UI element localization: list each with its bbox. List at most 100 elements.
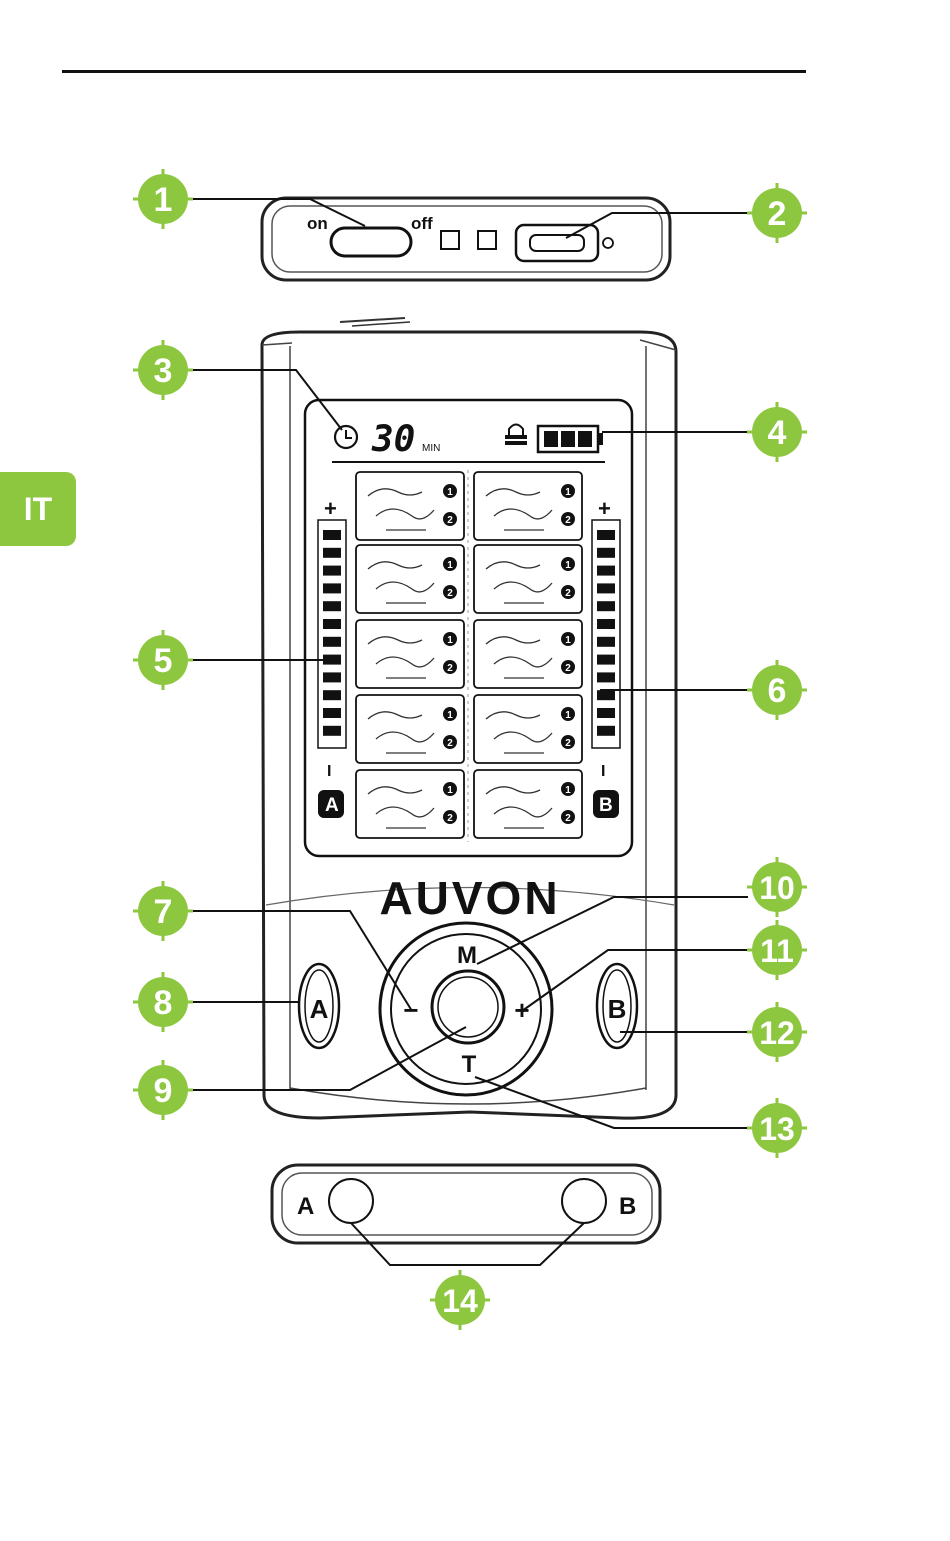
- callout-number: 1: [154, 181, 173, 219]
- level-segment: [597, 690, 615, 700]
- timer-unit: MIN: [422, 443, 440, 454]
- sub-program-number: 2: [447, 663, 453, 674]
- output-jack-b[interactable]: [562, 1179, 606, 1223]
- level-segment: [597, 583, 615, 593]
- program-cell: 12: [356, 695, 464, 763]
- program-cell: 12: [474, 770, 582, 838]
- level-segment: [597, 708, 615, 718]
- bottom-panel: A B: [272, 1165, 660, 1243]
- callout-number: 4: [768, 414, 787, 452]
- level-bar-a: [318, 520, 346, 748]
- power-switch[interactable]: [331, 228, 411, 256]
- program-cell: 12: [356, 770, 464, 838]
- callout-number: 3: [154, 352, 173, 390]
- sub-program-number: 2: [565, 738, 571, 749]
- sub-program-number: 1: [565, 710, 571, 721]
- level-segment: [597, 726, 615, 736]
- level-a-plus: +: [324, 496, 337, 521]
- callout-badge: 11: [747, 920, 807, 980]
- callout-badge: 14: [430, 1270, 490, 1330]
- callout-number: 12: [759, 1015, 795, 1051]
- program-cell: 12: [474, 620, 582, 688]
- callout-badge: 9: [133, 1060, 193, 1120]
- level-b-plus: +: [598, 496, 611, 521]
- level-segment: [597, 601, 615, 611]
- level-segment: [597, 530, 615, 540]
- sub-program-number: 1: [565, 560, 571, 571]
- callout-badge: 10: [747, 857, 807, 917]
- brand-logo: AUVON: [379, 872, 560, 924]
- level-segment: [597, 672, 615, 682]
- level-segment: [323, 619, 341, 629]
- sub-program-number: 1: [447, 785, 453, 796]
- sub-program-number: 2: [565, 588, 571, 599]
- off-label: off: [411, 214, 433, 233]
- callout-badge: 2: [747, 183, 807, 243]
- callout-badge: 13: [747, 1098, 807, 1158]
- center-power-button[interactable]: [432, 971, 504, 1043]
- charge-led: [603, 238, 613, 248]
- level-a-minus: I: [327, 763, 331, 780]
- level-bar-b: [592, 520, 620, 748]
- callout-badge: 1: [133, 169, 193, 229]
- callout-number: 9: [154, 1072, 173, 1110]
- top-panel: on off: [262, 198, 670, 280]
- callout-badge: 5: [133, 630, 193, 690]
- callout-number: 5: [154, 642, 173, 680]
- callout-number: 13: [759, 1111, 795, 1147]
- sub-program-number: 1: [565, 487, 571, 498]
- sub-program-number: 2: [447, 588, 453, 599]
- callout-number: 14: [442, 1283, 478, 1319]
- level-b-minus: I: [601, 763, 605, 780]
- sub-program-number: 2: [565, 663, 571, 674]
- sub-program-number: 1: [447, 710, 453, 721]
- channel-a-badge-label: A: [325, 795, 339, 816]
- battery-icon: [538, 426, 603, 452]
- level-segment: [323, 637, 341, 647]
- level-segment: [323, 530, 341, 540]
- timer-value: 30: [371, 419, 415, 460]
- level-segment: [323, 690, 341, 700]
- timer-button[interactable]: T: [462, 1051, 477, 1078]
- callout-badge: 6: [747, 660, 807, 720]
- indicator-square: [441, 231, 459, 249]
- callout-number: 7: [154, 893, 173, 931]
- sub-program-number: 1: [447, 560, 453, 571]
- sub-program-number: 2: [447, 515, 453, 526]
- sub-program-number: 2: [447, 813, 453, 824]
- program-cell: 12: [356, 620, 464, 688]
- sub-program-number: 2: [565, 813, 571, 824]
- clock-icon: [335, 426, 357, 448]
- callout-number: 8: [154, 984, 173, 1022]
- on-label: on: [307, 214, 328, 233]
- jack-b-label: B: [619, 1193, 636, 1220]
- jack-a-label: A: [297, 1193, 314, 1220]
- level-segment: [323, 566, 341, 576]
- callout-number: 11: [760, 933, 794, 969]
- level-segment: [323, 601, 341, 611]
- callout-number: 2: [768, 195, 787, 233]
- callout-badge: 8: [133, 972, 193, 1032]
- program-cell: 12: [356, 545, 464, 613]
- sub-program-number: 2: [447, 738, 453, 749]
- sub-program-number: 2: [565, 515, 571, 526]
- level-segment: [323, 548, 341, 558]
- callout-badge: 3: [133, 340, 193, 400]
- level-segment: [323, 583, 341, 593]
- level-segment: [323, 672, 341, 682]
- level-segment: [597, 548, 615, 558]
- program-cell: 12: [474, 695, 582, 763]
- lcd-screen: 30 MIN + I A + I B: [305, 400, 632, 856]
- level-segment: [597, 655, 615, 665]
- level-segment: [597, 566, 615, 576]
- output-jack-a[interactable]: [329, 1179, 373, 1223]
- level-segment: [597, 637, 615, 647]
- program-cell: 12: [356, 472, 464, 540]
- callout-badge: 12: [747, 1002, 807, 1062]
- callout-number: 6: [768, 672, 787, 710]
- sub-program-number: 1: [447, 487, 453, 498]
- mode-button[interactable]: M: [457, 942, 477, 969]
- indicator-square: [478, 231, 496, 249]
- level-segment: [323, 708, 341, 718]
